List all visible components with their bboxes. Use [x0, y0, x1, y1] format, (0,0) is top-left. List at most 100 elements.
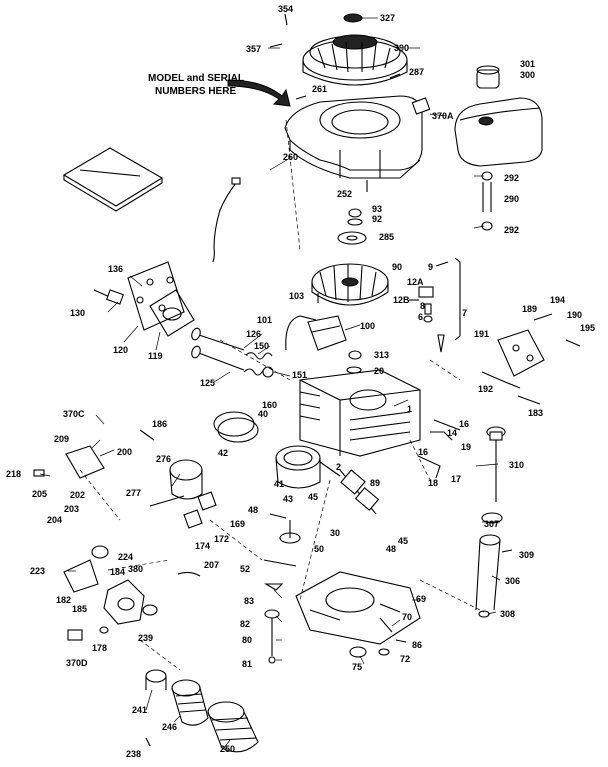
- part-label: 50: [314, 544, 324, 554]
- ignition-wire-101: [285, 315, 317, 351]
- assembly-line: [139, 639, 181, 671]
- part-label: 80: [242, 635, 252, 645]
- part-313: [348, 350, 362, 360]
- part-label: 310: [509, 460, 524, 470]
- link-192: [481, 371, 521, 389]
- part-label: 7: [462, 308, 467, 318]
- part-label: 205: [32, 489, 47, 499]
- washer-6: [423, 315, 433, 323]
- label-370A: [411, 97, 431, 115]
- part-label: 1: [407, 404, 412, 414]
- piston-45: [275, 445, 321, 489]
- part-label: 239: [138, 633, 153, 643]
- part-label: 12B: [393, 295, 410, 305]
- cap-327: [343, 13, 363, 23]
- part-label: 42: [218, 448, 228, 458]
- part-label: 292: [504, 173, 519, 183]
- assembly-line: [409, 439, 431, 481]
- part-label: 100: [360, 321, 375, 331]
- part-label: 48: [248, 505, 258, 515]
- spring-150: [245, 352, 273, 360]
- part-label: 380: [128, 564, 143, 574]
- part-label: 160: [262, 400, 277, 410]
- part-label: 16: [459, 419, 469, 429]
- spark-plug-boot: [437, 334, 445, 353]
- part-label: 307: [484, 519, 499, 529]
- part-label: 185: [72, 604, 87, 614]
- spring-183: [517, 395, 541, 405]
- screw-277: [149, 495, 185, 507]
- part-label: 261: [312, 84, 327, 94]
- part-label: 308: [500, 609, 515, 619]
- part-label: 390: [394, 43, 409, 53]
- part-label: 184: [110, 567, 125, 577]
- crankshaft-30: [339, 469, 380, 515]
- screen-285: [337, 231, 367, 245]
- nut-93: [348, 208, 362, 218]
- part-label: 75: [352, 662, 362, 672]
- part-label: 178: [92, 643, 107, 653]
- part-label: 277: [126, 488, 141, 498]
- part-label: 151: [292, 370, 307, 380]
- cylinder-block-1: [299, 369, 421, 457]
- part-label: 17: [451, 474, 461, 484]
- cam-gear-50: [279, 520, 301, 544]
- part-label: 40: [258, 409, 268, 419]
- part-label: 207: [204, 560, 219, 570]
- part-label: 120: [113, 345, 128, 355]
- part-label: 19: [461, 442, 471, 452]
- blower-housing-260: [284, 95, 423, 179]
- lever-17: [417, 455, 441, 479]
- part-label: 6: [418, 312, 423, 322]
- part-label: 41: [274, 479, 284, 489]
- assembly-line: [79, 469, 121, 521]
- part-label: 190: [567, 310, 582, 320]
- lever-16: [433, 419, 461, 431]
- part-label: 246: [162, 722, 177, 732]
- part-label: 169: [230, 519, 245, 529]
- dipstick-310: [486, 426, 506, 502]
- screw-70: [379, 617, 393, 633]
- spring-14: [430, 431, 453, 441]
- part-label: 45: [308, 492, 318, 502]
- screw-238: [145, 737, 151, 747]
- part-label: 354: [278, 4, 293, 14]
- part-label: 125: [200, 378, 215, 388]
- part-label: 14: [447, 428, 457, 438]
- screw-195: [565, 339, 581, 347]
- screw-309: [501, 549, 513, 553]
- piston-rings-42: [213, 411, 259, 443]
- cylinder-head-120: [127, 261, 185, 331]
- rod-52: [263, 559, 297, 567]
- part-label: 52: [240, 564, 250, 574]
- flywheel-90: [311, 263, 389, 306]
- part-label: 252: [337, 189, 352, 199]
- bracket-12A: [418, 286, 434, 298]
- screw-48: [269, 513, 287, 519]
- part-label: 18: [428, 478, 438, 488]
- part-label: 290: [504, 194, 519, 204]
- part-label: 357: [246, 44, 261, 54]
- part-label: 300: [520, 70, 535, 80]
- part-label: 86: [412, 640, 422, 650]
- dipstick-tube-306: [475, 534, 501, 611]
- part-label: 136: [108, 264, 123, 274]
- part-label: 195: [580, 323, 595, 333]
- fuel-tank-300: [454, 97, 543, 167]
- control-bracket-191: [497, 329, 545, 377]
- gasket-172: [183, 509, 203, 529]
- ignition-armature-100: [307, 315, 347, 351]
- part-labels: 354 327 357 390 287 301 300 261 370A 260…: [6, 4, 595, 759]
- bolt-354: [284, 13, 288, 26]
- part-label: 189: [522, 304, 537, 314]
- part-label: 209: [54, 434, 69, 444]
- part-178: [99, 626, 109, 634]
- screw-186: [139, 429, 155, 441]
- muffler-276: [169, 459, 203, 500]
- screw-357: [269, 43, 283, 48]
- part-label: 9: [428, 262, 433, 272]
- part-label: 174: [195, 541, 210, 551]
- seal-75: [349, 646, 367, 658]
- part-label: 204: [47, 515, 62, 525]
- sump-cover-69: [295, 571, 421, 645]
